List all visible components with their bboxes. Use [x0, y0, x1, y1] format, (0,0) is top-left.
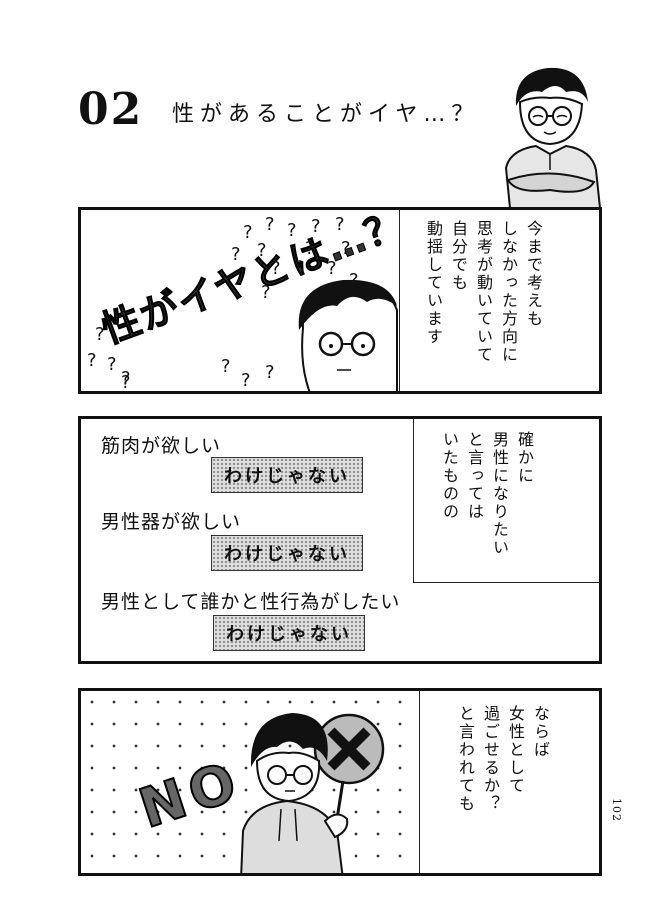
narration-text: 確かに 男性になりたい と言っては いたものの [440, 431, 534, 557]
narration-box [399, 210, 599, 391]
narration-text: 今まで考えも しなかった方向に 思考が動いていて 自分でも 動揺しています [424, 220, 543, 364]
svg-text:?: ? [257, 240, 267, 261]
denial-tag-1: わけじゃない [211, 457, 363, 493]
svg-text:?: ? [305, 238, 315, 259]
chapter-number: 02 [78, 84, 144, 135]
svg-text:?: ? [261, 282, 271, 303]
svg-text:?: ? [335, 214, 345, 235]
denial-tag-2: わけじゃない [211, 535, 363, 571]
svg-text:?: ? [87, 350, 97, 371]
chapter-title: 性があることがイヤ…？ [172, 102, 480, 127]
svg-text:?: ? [121, 372, 131, 393]
svg-text:?: ? [265, 362, 275, 383]
wish-text-1: 筋肉が欲しい [101, 435, 222, 457]
svg-text:?: ? [311, 216, 321, 237]
svg-text:?: ? [241, 370, 251, 391]
narration-box [413, 419, 599, 583]
comic-panel-2: 確かに 男性になりたい と言っては いたものの 筋肉が欲しい わけじゃない 男性… [78, 416, 602, 664]
comic-panel-3: ならば 女性として 過ごせるか？ と言われても NO [78, 688, 602, 876]
question-marks-illustration: ??? ??? ??? ??? ??? ??? ??? [87, 214, 398, 393]
svg-text:?: ? [231, 244, 241, 265]
svg-text:?: ? [121, 368, 131, 389]
denial-tag-3: わけじゃない [213, 615, 365, 651]
narration-text: ならば 女性として 過ごせるか？ と言われても [456, 705, 550, 813]
wish-text-3: 男性として誰かと性行為がしたい [101, 591, 401, 613]
svg-text:?: ? [95, 324, 105, 345]
svg-text:?: ? [243, 222, 253, 243]
page-number: 102 [610, 798, 623, 822]
svg-text:?: ? [107, 354, 117, 375]
narration-box [419, 691, 599, 873]
svg-text:?: ? [287, 220, 297, 241]
mascot-illustration [504, 67, 602, 208]
svg-text:?: ? [221, 356, 231, 377]
wish-text-2: 男性器が欲しい [101, 511, 242, 533]
svg-text:?: ? [327, 258, 337, 279]
comic-panel-1: 今まで考えも しなかった方向に 思考が動いていて 自分でも 動揺しています 性が… [78, 207, 602, 394]
svg-text:?: ? [265, 214, 275, 235]
svg-text:?: ? [271, 258, 281, 279]
boy-with-no-sign-illustration [240, 713, 385, 873]
svg-text:?: ? [341, 238, 351, 259]
